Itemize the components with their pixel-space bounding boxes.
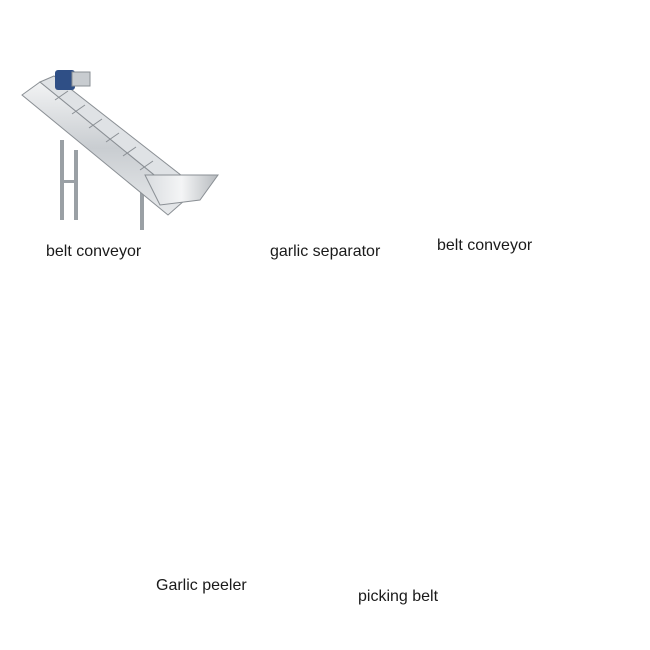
- node-label-picking-belt: picking belt: [358, 588, 438, 606]
- node-label-belt-conveyor-left: belt conveyor: [46, 243, 141, 261]
- belt-conveyor-left-icon: [22, 70, 218, 230]
- node-label-belt-conveyor-right: belt conveyor: [437, 237, 532, 255]
- node-label-garlic-separator: garlic separator: [270, 243, 380, 261]
- node-label-garlic-peeler: Garlic peeler: [156, 577, 247, 595]
